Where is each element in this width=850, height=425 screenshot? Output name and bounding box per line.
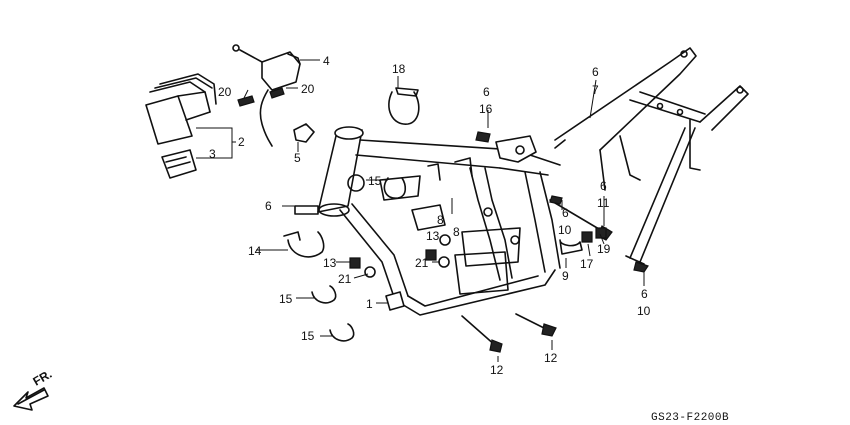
callout-label: 15 [279,292,293,306]
nut-19 [595,227,607,239]
direction-label: FR. [31,367,55,389]
callout-label: 6 [265,199,272,213]
spark-plug-cap [293,123,315,143]
callout-label: 9 [562,269,569,283]
callout-label: 21 [338,272,352,286]
collar-9 [559,239,583,255]
callout-label: 6 [641,287,648,301]
callout-label: 15 [301,329,315,343]
callout-label: 4 [323,54,330,68]
bolt-6-10-right [633,261,649,273]
bolt-20-left [237,95,255,107]
main-top-tube [355,139,516,169]
head-pipe [317,129,363,213]
callout-label: 18 [392,62,406,76]
callout-label: 6 [483,85,490,99]
cdi-rubber-mount [161,149,197,179]
ignition-coil [232,44,301,147]
callout-label: 6 [592,65,599,79]
callout-label: 2 [238,135,245,149]
callout-label: 15 [368,174,382,188]
callout-label: 8 [437,213,444,227]
nut-13-a [349,257,361,269]
head-pipe-top-ring [334,126,364,140]
band-15-mid [311,285,337,304]
bolt-20-right [269,87,285,99]
callout-label: 10 [637,304,651,318]
callout-label: 7 [592,83,599,97]
nut-13-b [425,249,437,261]
bolt-12-left [461,315,497,347]
callout-label: 6 [600,179,607,193]
band-15-low [329,323,355,342]
leader-lines [196,59,645,362]
bush-1 [385,291,405,311]
callout-label: 1 [366,297,373,311]
bolt-12-right [515,313,549,331]
callout-label: 8 [453,225,460,239]
callout-label: 20 [301,82,315,96]
callout-label: 12 [544,351,558,365]
bolt-16 [475,131,491,143]
center-tube [469,167,513,281]
callout-label: 5 [294,151,301,165]
bolt-10-a [549,199,605,233]
callout-label: 19 [597,242,611,256]
washer-21-b [438,256,450,268]
front-direction-arrow [13,387,49,411]
callout-label: 20 [218,85,232,99]
callout-label: 3 [209,147,216,161]
washer-21-a [364,266,376,278]
callout-labels: 4 18 6 16 6 7 20 20 2 3 5 15 6 11 6 8 8 … [209,54,651,377]
callout-label: 21 [415,256,429,270]
sub-frame-strut [629,127,696,263]
cdi-unit [145,73,217,145]
nut-17 [581,231,593,243]
callout-label: 13 [426,229,440,243]
callout-label: 14 [248,244,262,258]
band-15-upper [383,177,407,199]
callout-label: 11 [597,196,610,210]
lower-cradle [394,269,556,316]
down-tube [339,203,409,301]
diagram-code: GS23-F2200B [651,412,729,424]
frame-body [294,126,561,316]
callout-label: 6 [562,206,569,220]
band-14 [283,231,325,258]
callout-label: 12 [490,363,504,377]
rear-sub-frame [554,47,749,265]
callout-label: 13 [323,256,337,270]
callout-label: 10 [558,223,572,237]
clamp-18 [388,87,420,125]
callout-label: 17 [580,257,594,271]
bolt-6-11 [549,195,563,205]
callout-label: 16 [479,102,493,116]
